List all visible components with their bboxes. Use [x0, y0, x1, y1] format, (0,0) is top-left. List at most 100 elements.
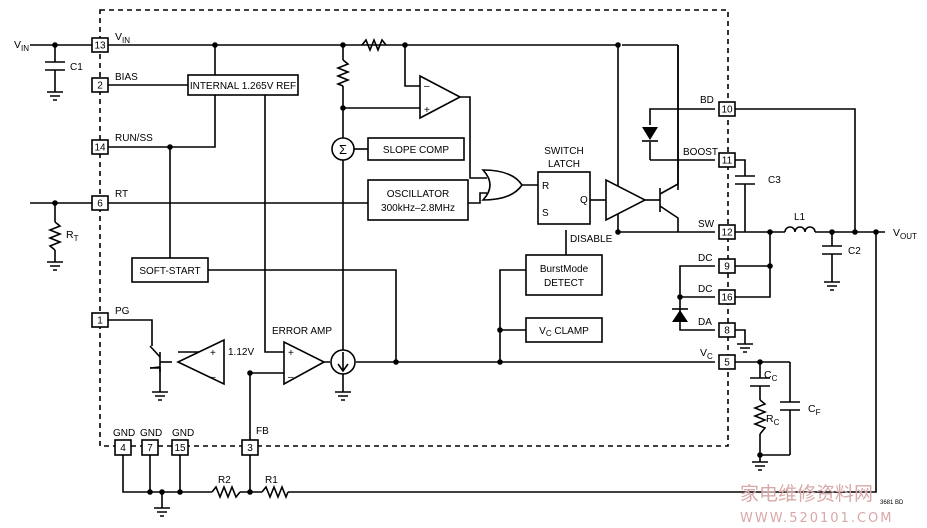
internal-reference-block: INTERNAL 1.265V REF	[187, 74, 299, 96]
resistor-r2: R2	[211, 475, 241, 500]
pin-5: 5 VC	[700, 347, 736, 370]
capacitor-c2: C2	[822, 245, 861, 257]
resistor-r1: R1	[261, 475, 289, 500]
svg-text:–: –	[210, 372, 216, 383]
bias-resistor	[335, 59, 351, 87]
pin-number: 6	[97, 199, 103, 210]
svg-text:R2: R2	[218, 475, 231, 486]
summing-node: Σ	[331, 137, 355, 161]
pg-transistor	[149, 345, 172, 372]
svg-text:300kHz–2.8MHz: 300kHz–2.8MHz	[381, 203, 455, 214]
pin-number: 13	[94, 41, 106, 52]
pin-label-rt: RT	[115, 189, 128, 200]
pin-number: 7	[147, 443, 153, 454]
svg-text:VC CLAMP: VC CLAMP	[539, 326, 589, 338]
pin-number: 8	[724, 326, 730, 337]
svg-text:DISABLE: DISABLE	[570, 234, 613, 245]
pin-13: 13 VIN	[91, 31, 130, 53]
catch-diode	[672, 308, 688, 322]
pin-label-dc: DC	[698, 284, 712, 295]
gm-current-source	[330, 349, 356, 375]
pin-label-gnd: GND	[113, 428, 135, 439]
watermark-chinese: 家电维修资料网	[740, 483, 873, 505]
pin-number: 2	[97, 81, 103, 92]
svg-text:+: +	[210, 348, 216, 359]
boost-diode	[642, 127, 658, 142]
svg-text:RC: RC	[766, 413, 780, 427]
svg-text:SOFT-START: SOFT-START	[139, 266, 200, 277]
svg-text:R1: R1	[265, 475, 278, 486]
resistor-rt: RT	[47, 221, 79, 251]
power-switch-transistor	[659, 45, 679, 232]
pin-15: 15 GND	[171, 428, 194, 456]
pin-label-vin: VIN	[115, 31, 130, 45]
svg-text:C3: C3	[768, 175, 781, 186]
oscillator-block: OSCILLATOR 300kHz–2.8MHz	[367, 179, 469, 221]
pin-8: 8 DA	[698, 317, 736, 338]
soft-start-block: SOFT-START	[131, 257, 209, 283]
pin-1: 1 PG	[91, 306, 130, 328]
pin-label-vc: VC	[700, 347, 713, 361]
pin-9: 9 DC	[698, 253, 736, 274]
vout-label: VOUT	[893, 227, 917, 241]
pin-number: 12	[721, 228, 733, 239]
pin-label-bias: BIAS	[115, 72, 138, 83]
svg-text:ERROR AMP: ERROR AMP	[272, 326, 332, 337]
pin-label-gnd: GND	[140, 428, 162, 439]
inductor-l1: L1	[784, 212, 816, 233]
pin-number: 1	[97, 316, 103, 327]
svg-text:LATCH: LATCH	[548, 159, 580, 170]
pin-number: 11	[722, 156, 733, 167]
pin-label-sw: SW	[698, 219, 715, 230]
svg-text:SWITCH: SWITCH	[544, 146, 583, 157]
svg-text:CF: CF	[808, 403, 821, 417]
vin-label: VIN	[14, 39, 29, 53]
pin-label-boost: BOOST	[683, 147, 718, 158]
capacitor-c3: C3	[735, 175, 781, 186]
svg-text:1.12V: 1.12V	[228, 347, 254, 358]
pin-label-fb: FB	[256, 426, 269, 437]
pin-7: 7 GND	[140, 428, 162, 456]
pin-number: 14	[94, 143, 106, 154]
svg-text:CC: CC	[764, 369, 778, 383]
vc-clamp-block: VC CLAMP	[525, 317, 603, 343]
svg-text:Σ: Σ	[339, 142, 347, 157]
pin-number: 5	[724, 358, 730, 369]
junction-dots	[52, 42, 879, 495]
capacitor-c1: C1	[45, 61, 83, 73]
watermark-url: WWW.520101.COM	[740, 511, 894, 526]
svg-text:INTERNAL 1.265V REF: INTERNAL 1.265V REF	[190, 81, 296, 92]
capacitor-cf: CF	[780, 401, 821, 417]
pin-12: 12 SW	[698, 219, 736, 240]
svg-text:RT: RT	[66, 229, 79, 243]
pin-number: 16	[721, 293, 733, 304]
pin-2: 2 BIAS	[91, 72, 138, 93]
pin-number: 15	[174, 443, 186, 454]
pin-number: 10	[721, 105, 733, 116]
pin-14: 14 RUN/SS	[91, 133, 153, 155]
pin-3: 3 FB	[241, 426, 269, 456]
svg-text:–: –	[288, 372, 294, 383]
switch-driver-buffer	[605, 178, 647, 222]
svg-text:C1: C1	[70, 62, 83, 73]
switch-latch: SWITCH LATCH R S Q DISABLE	[537, 146, 613, 245]
current-sense-amplifier: – +	[419, 74, 462, 120]
pin-6: 6 RT	[91, 189, 128, 211]
svg-text:OSCILLATOR: OSCILLATOR	[387, 189, 449, 200]
pin-label-gnd: GND	[172, 428, 194, 439]
pin-16: 16 DC	[698, 284, 736, 305]
resistor-rc: RC	[752, 399, 780, 435]
svg-text:C2: C2	[848, 246, 861, 257]
pin-label-da: DA	[698, 317, 712, 328]
svg-text:+: +	[288, 348, 294, 359]
pin-label-dc: DC	[698, 253, 712, 264]
pin-number: 3	[247, 443, 253, 454]
pin-number: 9	[724, 262, 730, 273]
pin-4: 4 GND	[113, 428, 135, 456]
pin-label-run-ss: RUN/SS	[115, 133, 153, 144]
pin-number: 4	[120, 443, 126, 454]
error-amplifier: + – ERROR AMP	[272, 326, 332, 386]
svg-text:S: S	[542, 208, 549, 219]
capacitor-cc: CC	[750, 369, 778, 387]
